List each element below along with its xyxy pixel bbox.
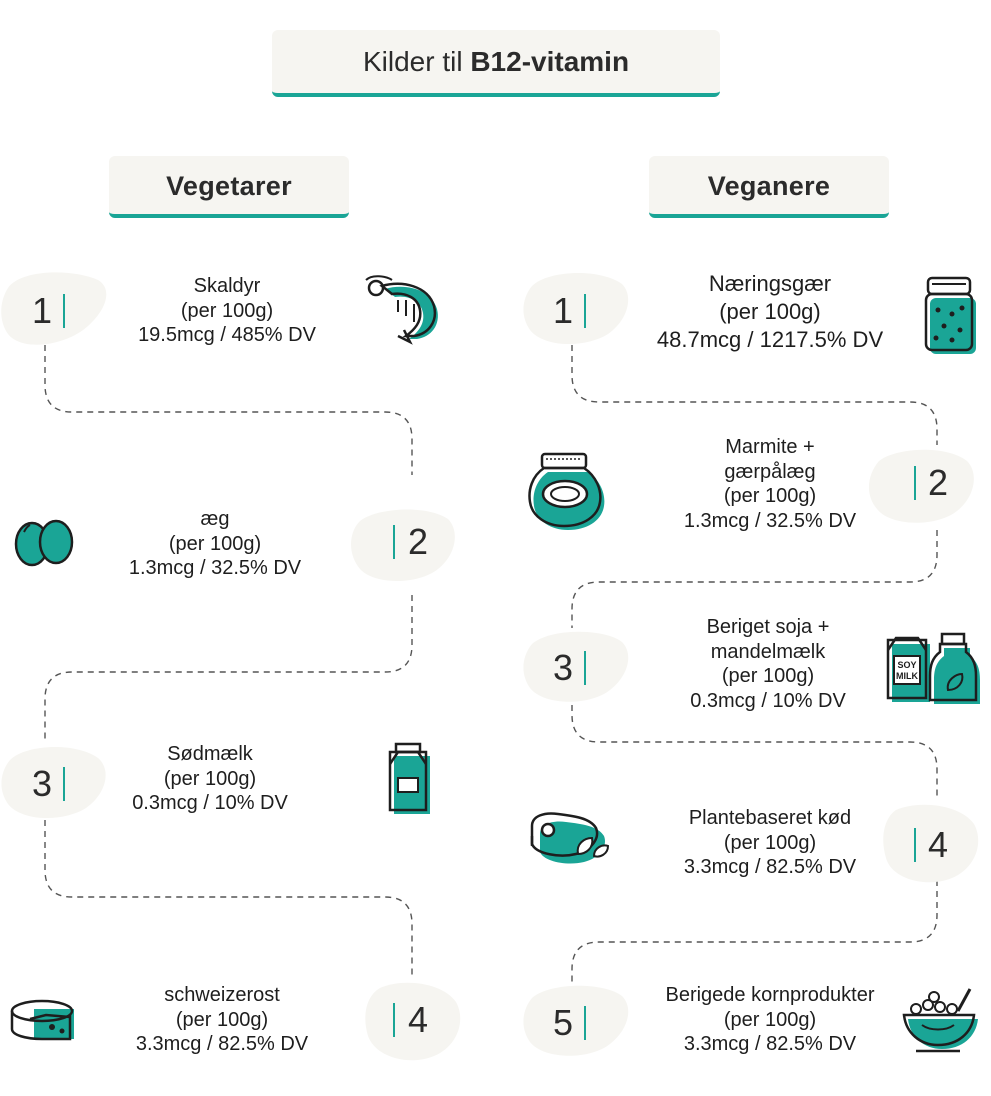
vegan-item-2-name-line2: gærpålæg (724, 460, 816, 483)
soy-label: SOY (897, 660, 916, 670)
veg-item-2-number: 2 (407, 521, 429, 562)
title-banner: Kilder til B12-vitamin (272, 30, 720, 97)
veg-item-3-number: 3 (31, 763, 53, 804)
milk-label: MILK (896, 671, 918, 681)
vegan-item-5-name: Berigede kornprodukter (665, 984, 875, 1006)
veg-item-1-name: Skaldyr (193, 275, 261, 297)
vegan-item-5-per: (per 100g) (723, 1008, 817, 1031)
number-blob (365, 982, 461, 1061)
vegan-item-1-info: Næringsgær (per 100g) 48.7mcg / 1217.5% … (625, 270, 915, 354)
vegan-item-4-number: 4 (927, 824, 949, 865)
veganere-heading: Veganere (649, 156, 889, 218)
veg-item-1-number: 1 (31, 290, 53, 331)
title-bold: B12-vitamin (470, 46, 630, 77)
vegan-item-4-info: Plantebaseret kød (per 100g) 3.3mcg / 82… (640, 806, 900, 880)
number-divider (584, 294, 586, 328)
vegan-item-5-info: Berigede kornprodukter (per 100g) 3.3mcg… (630, 983, 910, 1057)
vegan-item-5-number: 5 (552, 1002, 574, 1043)
vegan-item-3-name-line1: Beriget soja + (706, 616, 830, 638)
veganere-heading-text: Veganere (707, 171, 831, 201)
veg-item-3-per: (per 100g) (163, 767, 257, 790)
number-divider (63, 294, 65, 328)
number-divider (914, 466, 916, 500)
vegan-item-1-name: Næringsgær (708, 271, 832, 296)
veg-item-2-name: æg (200, 508, 230, 530)
veg-item-4-name: schweizerost (164, 984, 280, 1006)
veg-item-1-per: (per 100g) (180, 299, 274, 322)
vegetarer-heading: Vegetarer (109, 156, 349, 218)
number-blob (523, 985, 629, 1056)
veg-item-3-value: 0.3mcg / 10% DV (132, 792, 288, 814)
veg-item-3-info: Sødmælk (per 100g) 0.3mcg / 10% DV (80, 742, 340, 816)
vegan-item-2-name-line1: Marmite + (725, 436, 815, 458)
vegan-item-2-value: 1.3mcg / 32.5% DV (683, 509, 857, 532)
yeast-jar-icon (924, 276, 976, 354)
veg-item-4-number: 4 (407, 999, 429, 1040)
vegan-item-1-number: 1 (552, 290, 574, 331)
number-divider (393, 1003, 395, 1037)
vegan-item-3-per: (per 100g) (721, 665, 815, 687)
vegan-item-3-number: 3 (552, 647, 574, 688)
milk-carton-icon (388, 742, 430, 814)
vegan-item-1-value: 48.7mcg / 1217.5% DV (656, 327, 884, 352)
veg-item-1-value: 19.5mcg / 485% DV (138, 324, 316, 346)
vegan-item-1-per: (per 100g) (719, 299, 821, 324)
veg-item-3-name: Sødmælk (167, 743, 253, 765)
shrimp-icon (365, 275, 438, 345)
number-blob (351, 509, 455, 581)
number-divider (393, 525, 395, 559)
title-prefix: Kilder til (362, 46, 463, 77)
eggs-icon (14, 519, 74, 567)
vegan-item-5-value: 3.3mcg / 82.5% DV (683, 1033, 857, 1055)
number-blob (523, 272, 629, 345)
number-blob (523, 631, 629, 702)
veg-item-2-per: (per 100g) (168, 532, 262, 555)
number-blob (883, 804, 979, 883)
soy-milk-icon: SOY MILK (886, 632, 980, 704)
number-blob (1, 746, 106, 819)
vegan-item-4-value: 3.3mcg / 82.5% DV (683, 856, 857, 878)
plant-meat-icon (530, 812, 610, 864)
veg-item-2-value: 1.3mcg / 32.5% DV (128, 557, 302, 579)
veg-item-2-info: æg (per 100g) 1.3mcg / 32.5% DV (85, 507, 345, 581)
number-blob (868, 449, 974, 523)
veg-item-4-info: schweizerost (per 100g) 3.3mcg / 82.5% D… (92, 983, 352, 1057)
number-divider (63, 767, 65, 801)
cereal-bowl-icon (902, 988, 978, 1053)
vegan-item-4-per: (per 100g) (723, 831, 817, 854)
vegan-item-3-value: 0.3mcg / 10% DV (690, 689, 846, 712)
vegan-item-2-per: (per 100g) (723, 485, 817, 507)
marmite-jar-icon (528, 452, 605, 530)
vegetarer-heading-text: Vegetarer (166, 171, 292, 201)
number-divider (584, 651, 586, 685)
vegan-item-4-name: Plantebaseret kød (688, 807, 852, 829)
number-blob (1, 272, 107, 345)
number-divider (914, 828, 916, 862)
vegan-item-3-name-line2: mandelmælk (710, 640, 826, 663)
number-divider (584, 1006, 586, 1040)
veg-item-4-value: 3.3mcg / 82.5% DV (135, 1033, 309, 1055)
vegan-item-3-info: Beriget soja + mandelmælk (per 100g) 0.3… (638, 615, 898, 713)
cheese-icon (10, 999, 74, 1041)
veg-item-1-info: Skaldyr (per 100g) 19.5mcg / 485% DV (97, 274, 357, 348)
vegan-item-2-info: Marmite + gærpålæg (per 100g) 1.3mcg / 3… (640, 435, 900, 533)
veg-item-4-per: (per 100g) (175, 1008, 269, 1031)
vegan-item-2-number: 2 (927, 462, 949, 503)
